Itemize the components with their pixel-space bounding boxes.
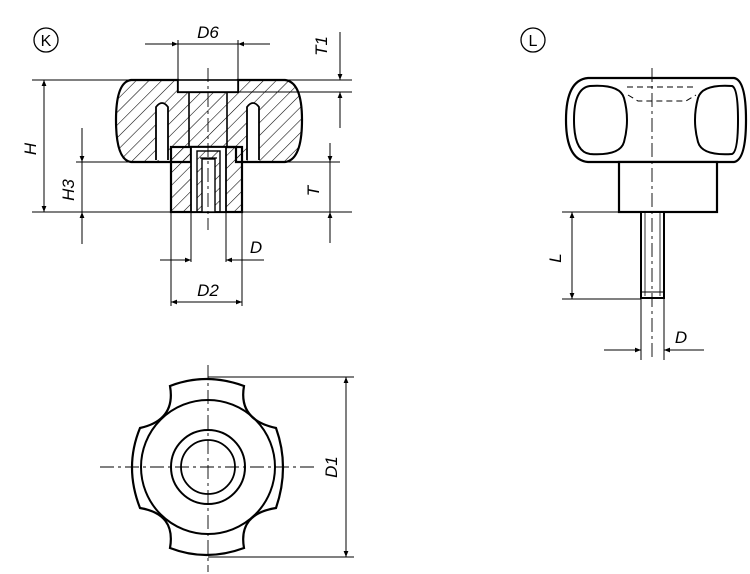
threaded-stud (640, 211, 665, 299)
dim-label-d2: D2 (197, 281, 219, 300)
dim-label-d1: D1 (322, 456, 341, 478)
view-top: D1 (100, 365, 354, 572)
view-l-marker-text: L (529, 33, 538, 50)
dim-label-h: H (21, 142, 40, 155)
dim-label-l: L (546, 253, 565, 262)
view-k-marker-text: K (41, 33, 52, 50)
view-k-extension-lines (32, 40, 352, 306)
knob-hub-outline (617, 160, 719, 214)
view-l-dimension-lines (569, 212, 704, 353)
dim-label-l-d: D (675, 328, 687, 347)
view-k-dimension-lines (41, 32, 343, 305)
view-k: K (21, 23, 352, 306)
dim-label-t: T (304, 184, 323, 196)
knob-hub-section (169, 145, 244, 214)
dim-label-d6: D6 (197, 23, 219, 42)
knob-head-outline (564, 76, 748, 164)
view-l: L (520, 27, 748, 360)
dim-label-t1: T1 (312, 36, 331, 56)
knob-head-section (114, 78, 304, 164)
view-k-marker: K (33, 27, 59, 53)
dim-label-d: D (250, 238, 262, 257)
view-l-marker: L (520, 27, 546, 53)
top-extension-lines (208, 376, 354, 558)
dim-label-h3: H3 (59, 179, 78, 201)
